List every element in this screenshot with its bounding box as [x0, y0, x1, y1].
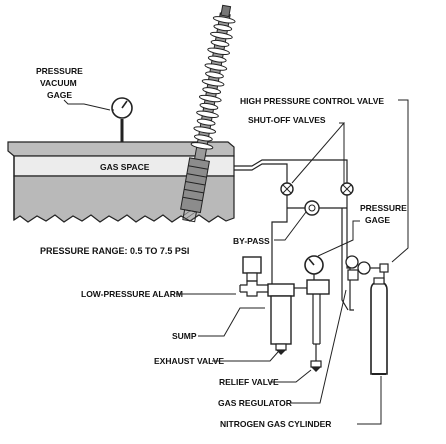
sump — [267, 283, 295, 355]
bushing-shed — [193, 134, 213, 142]
pressure-vacuum-gage-label-3: GAGE — [47, 90, 72, 100]
bushing-shed — [207, 55, 227, 63]
shut-off-valve-left — [280, 182, 294, 196]
relief-valve-label: RELIEF VALVE — [219, 377, 279, 387]
pressure-vacuum-gage: PRESSURE VACUUM GAGE — [36, 66, 133, 142]
bushing — [180, 4, 236, 223]
high-pressure-control-valve-label: HIGH PRESSURE CONTROL VALVE — [240, 96, 384, 106]
bushing-shed — [212, 16, 236, 24]
shut-off-valves-label: SHUT-OFF VALVES — [248, 115, 326, 125]
bushing-shed — [198, 94, 222, 103]
bushing-shed — [196, 118, 216, 126]
leader-vacuum-gage — [63, 99, 111, 111]
bushing-shed — [210, 31, 233, 40]
exhaust-valve-label: EXHAUST VALVE — [154, 356, 224, 366]
pressure-gage — [294, 255, 330, 372]
bushing-shed — [201, 79, 225, 87]
gas-regulator — [345, 255, 389, 289]
pressure-gage-label-1: PRESSURE — [360, 203, 407, 213]
bushing-shed — [204, 63, 228, 71]
bushing-cap — [220, 4, 232, 18]
pressure-vacuum-gage-label-2: VACUUM — [40, 78, 77, 88]
transformer-tank: GAS SPACE — [7, 141, 235, 223]
gas-regulator-label: GAS REGULATOR — [218, 398, 292, 408]
pressure-gage-label-2: GAGE — [365, 215, 390, 225]
bushing-shed — [210, 39, 230, 47]
pressure-range-label: PRESSURE RANGE: 0.5 TO 7.5 PSI — [40, 246, 189, 256]
bushing-shed — [205, 71, 224, 79]
bushing-shed — [199, 102, 219, 110]
shut-off-valve-right — [340, 182, 354, 196]
low-pressure-alarm-label: LOW-PRESSURE ALARM — [81, 289, 183, 299]
low-pressure-alarm — [239, 256, 272, 297]
sump-label: SUMP — [172, 331, 197, 341]
gas-space-label: GAS SPACE — [100, 162, 150, 172]
by-pass-valve — [304, 200, 320, 216]
bushing-shed — [190, 142, 214, 150]
nitrogen-gas-cylinder-label: NITROGEN GAS CYLINDER — [220, 419, 331, 429]
bushing-shed — [213, 24, 233, 32]
leader-lines — [176, 99, 409, 425]
nitrogen-gas-cylinder — [370, 277, 388, 375]
by-pass-label: BY-PASS — [233, 236, 270, 246]
bushing-shed — [196, 110, 219, 119]
bushing-shed — [207, 47, 230, 55]
pressure-vacuum-gage-label-1: PRESSURE — [36, 66, 83, 76]
bushing-shed — [202, 87, 222, 95]
bushing-shed — [193, 126, 217, 134]
oil-region — [13, 175, 235, 223]
